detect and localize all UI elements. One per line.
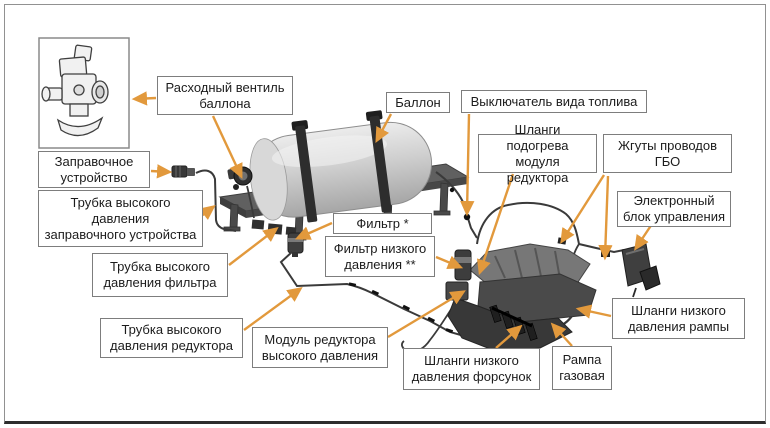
filling-hp-tube [195,169,237,232]
arrow-to-filter [294,221,333,240]
arrow-to-filter-tube [228,226,279,266]
valve-line-art [41,44,109,137]
label-filling-device-hp-tube: Трубка высокого давления заправочного ус… [38,190,203,247]
arrow-to-reducer-tube [243,287,303,331]
label-filling-device: Заправочное устройство [38,151,150,188]
valve-down-tube [246,185,255,219]
arrow-to-ecu [634,223,653,251]
arrow-to-injector-hoses [495,324,523,349]
arrow-to-heating-hoses [477,173,515,276]
label-reducer-hp-tube: Трубка высокого давления редуктора [100,318,243,358]
leader-arrows [131,91,653,349]
gas-cylinder-drawing [249,110,433,223]
arrow-to-rail-hoses [575,304,612,319]
arrow-to-reducer-module [387,290,466,339]
arrow-to-cylinder [375,113,393,143]
label-consumption-valve: Расходный вентиль баллона [157,76,293,115]
arrow-to-gas-rail [550,322,573,347]
arrow-to-filling-device [150,164,173,179]
label-wiring-harnesses: Жгуты проводов ГБО [603,134,732,173]
valve-detail-inset [38,37,130,149]
label-filter-hp-tube: Трубка высокого давления фильтра [92,253,228,297]
label-ecu: Электронный блок управления [617,191,731,227]
arrow-to-lp-filter [435,255,464,270]
label-reducer-heating-hoses: Шланги подогрева модуля редуктора [478,122,597,185]
label-fuel-type-switch: Выключатель вида топлива [461,90,647,113]
filling-device-drawing [171,165,195,178]
engine-drawing [445,243,597,353]
label-gas-rail: Рампа газовая [552,346,612,390]
label-rail-lp-hoses: Шланги низкого давления рампы [612,298,745,339]
arrow-to-inset [131,91,157,106]
label-cylinder: Баллон [386,92,450,113]
reducer-module-drawing [445,281,469,301]
engine-harness [476,201,625,254]
label-injector-lp-hoses: Шланги низкого давления форсунок [403,348,540,390]
arrow-to-harness-2 [598,175,613,261]
arrow-to-harness-1 [560,174,606,244]
ecu-drawing [621,243,661,298]
arrow-to-cylinder-valve [211,115,243,180]
label-hp-reducer-module: Модуль редуктора высокого давления [252,327,388,368]
label-filter: Фильтр * [333,213,432,234]
arrow-to-fuel-switch [460,113,475,217]
label-lp-filter: Фильтр низкого давления ** [325,236,435,277]
